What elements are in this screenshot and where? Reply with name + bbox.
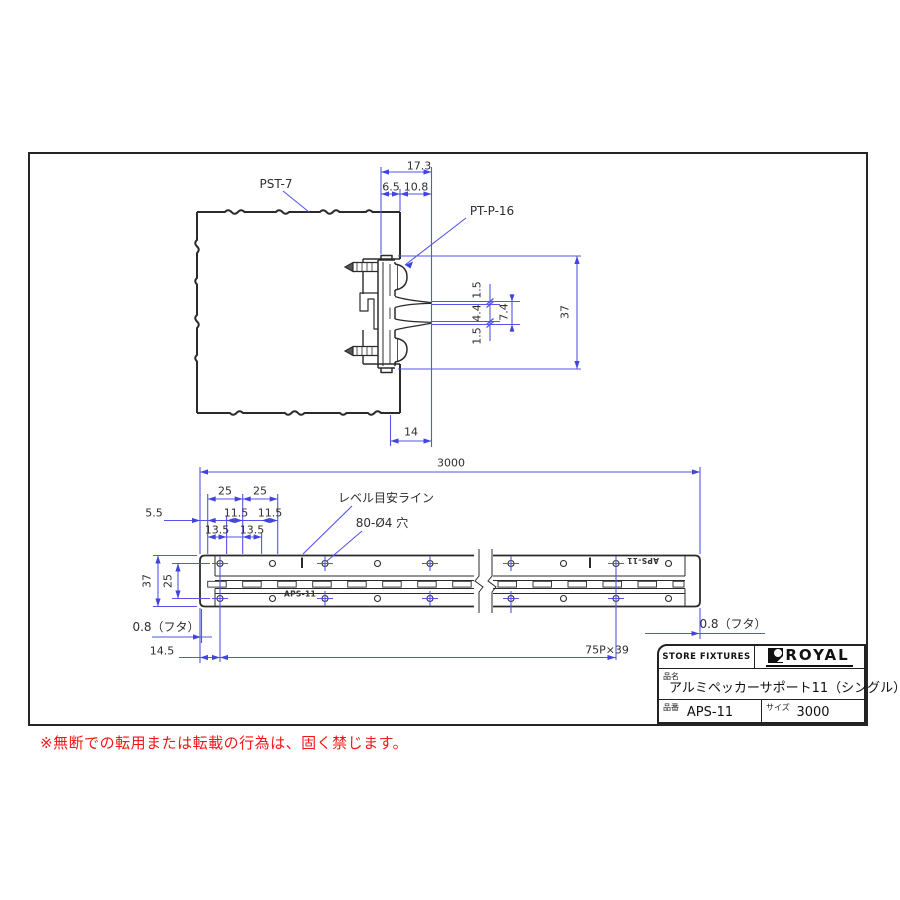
rail-marking-flipped: APS-11 <box>626 555 660 565</box>
part-label: 品番 <box>663 703 679 712</box>
top-view-dimensions <box>282 167 581 447</box>
rail-detail-lines <box>214 555 686 607</box>
panel-outline <box>194 209 401 416</box>
dim-rail-height: 37 <box>140 574 154 588</box>
rail-slots <box>207 580 685 588</box>
support-profile <box>359 254 432 374</box>
top-view-arrows <box>381 169 580 444</box>
copyright-warning: ※無断での転用または転載の行為は、固く禁じます。 <box>40 734 409 752</box>
part-number-cell: 品番 APS-11 <box>659 700 762 722</box>
dim-gap-a: 11.5 <box>223 506 249 520</box>
product-name: アルミペッカーサポート11（シングル） <box>669 681 900 696</box>
drawing-frame-border <box>28 152 868 726</box>
dim-cap-left: 0.8（フタ） <box>132 620 200 634</box>
holes-label: 80-Ø4 穴 <box>355 516 409 530</box>
dim-slot-pitch-a: 25 <box>218 484 232 498</box>
front-view-arrows <box>155 469 700 661</box>
dim-slot-a: 13.5 <box>204 523 230 537</box>
dim-slot-b: 13.5 <box>239 523 265 537</box>
dim-gap-b: 11.5 <box>257 506 283 520</box>
title-block-header-row: STORE FIXTURES ROYAL <box>659 646 864 669</box>
dim-fin-span: 7.4 <box>497 303 511 321</box>
panel-part-label: PST-7 <box>259 177 293 191</box>
dim-edge-offset: 5.5 <box>145 506 163 520</box>
title-block: STORE FIXTURES ROYAL 品名 アルミペッカーサポート11（シン… <box>657 644 900 724</box>
dim-width-right: 10.8 <box>403 180 429 194</box>
part-size-row: 品番 APS-11 サイズ 3000 <box>659 700 864 722</box>
dim-slot-pitch-b: 25 <box>253 484 267 498</box>
dim-fin-top: 1.5 <box>470 281 484 299</box>
product-name-row: 品名 アルミペッカーサポート11（シングル） <box>659 669 900 700</box>
royal-logo: ROYAL <box>755 646 864 668</box>
break-lines <box>474 549 497 613</box>
dim-width-left: 6.5 <box>382 180 400 194</box>
rail-outline <box>199 554 701 608</box>
dim-profile-height: 37 <box>558 305 572 319</box>
dim-fin-bottom: 1.5 <box>470 327 484 345</box>
level-guide-ticks <box>301 557 591 568</box>
dim-depth: 14 <box>404 425 418 439</box>
dim-length: 3000 <box>437 456 465 470</box>
royal-logo-icon <box>768 647 784 663</box>
store-fixtures-label: STORE FIXTURES <box>659 646 755 668</box>
dim-end-offset: 14.5 <box>149 644 175 658</box>
part-number: APS-11 <box>686 705 734 720</box>
dim-fin-gap: 4.4 <box>470 304 484 322</box>
dim-hole-row-gap: 25 <box>161 574 175 588</box>
dim-hole-pitch: 75P×39 <box>585 643 629 657</box>
size-cell: サイズ 3000 <box>762 700 864 722</box>
front-view-dimensions <box>152 467 765 663</box>
size-label: サイズ <box>766 703 790 712</box>
name-label: 品名 <box>663 672 679 681</box>
royal-logo-text: ROYAL <box>785 646 850 664</box>
rail-marking: APS-11 <box>283 589 317 599</box>
dim-width-total: 17.3 <box>406 159 432 173</box>
size-value: 3000 <box>796 705 830 720</box>
mounting-screws <box>343 261 378 357</box>
level-guide-label: レベル目安ライン <box>337 491 435 505</box>
dim-cap-right: 0.8（フタ） <box>699 617 767 631</box>
screw-part-label: PT-P-16 <box>469 204 515 218</box>
